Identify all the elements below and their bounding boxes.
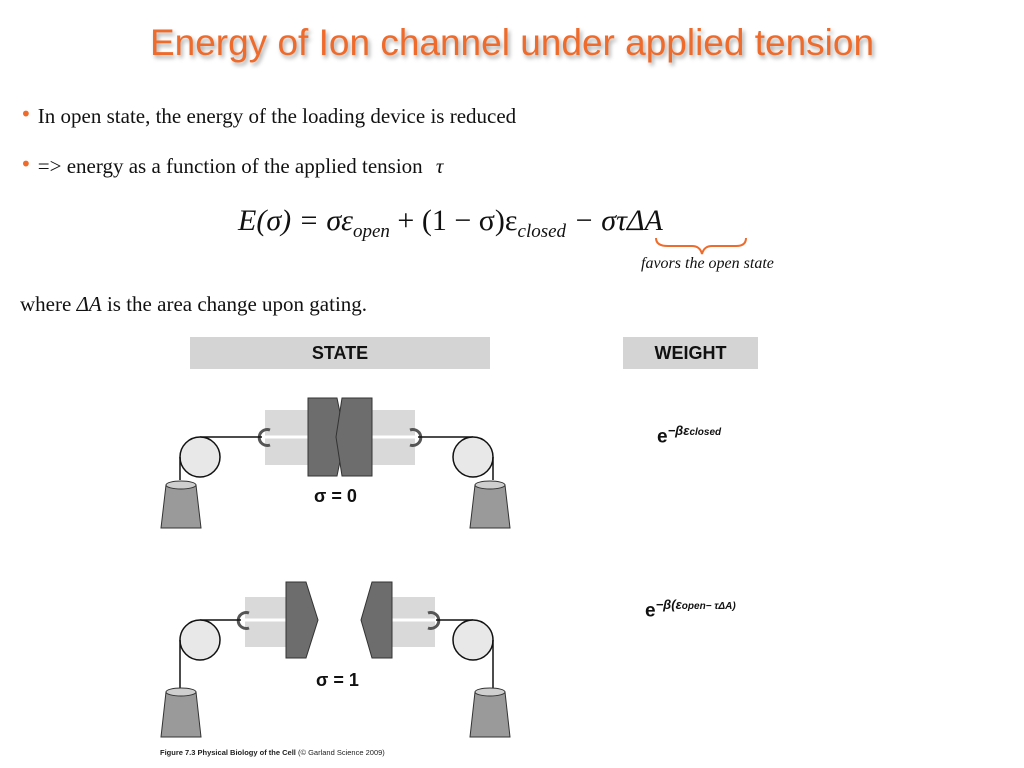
bullet-dot: • [20, 102, 32, 126]
open-state-diagram [160, 581, 511, 738]
weight-header: WEIGHT [623, 337, 758, 369]
energy-equation: E(σ) = σεopen + (1 − σ)εclosed − στΔA [238, 204, 663, 243]
figure-caption: Figure 7.3 Physical Biology of the Cell … [160, 748, 385, 757]
bullet-item-2: •=> energy as a function of the applied … [20, 152, 444, 179]
where-text: where ΔA is the area change upon gating. [20, 292, 368, 316]
equation-term-tension: − στΔA [573, 204, 663, 237]
closed-weight: e−βεclosed [657, 423, 722, 448]
equation-term-closed: + (1 − σ)εclosed [397, 204, 567, 242]
tau-symbol: τ [435, 154, 444, 178]
equation-lhs: E(σ) = [238, 204, 319, 237]
favors-open-annotation: favors the open state [641, 255, 774, 272]
sigma-zero-label: σ = 0 [314, 486, 357, 506]
equation-term-open: σεopen [326, 204, 390, 242]
slide-title: Energy of Ion channel under applied tens… [149, 22, 875, 63]
bullet-text: In open state, the energy of the loading… [37, 104, 517, 128]
underbrace [655, 237, 747, 255]
closed-state-diagram [160, 397, 511, 529]
bullet-text: => energy as a function of the applied t… [37, 154, 423, 178]
delta-a-symbol: ΔA [76, 292, 102, 316]
bullet-item-1: •In open state, the energy of the loadin… [20, 102, 517, 129]
bullet-dot: • [20, 152, 32, 176]
open-weight: e−β(εopen− τΔA) [645, 597, 736, 622]
state-header: STATE [190, 337, 490, 369]
sigma-one-label: σ = 1 [316, 670, 359, 690]
